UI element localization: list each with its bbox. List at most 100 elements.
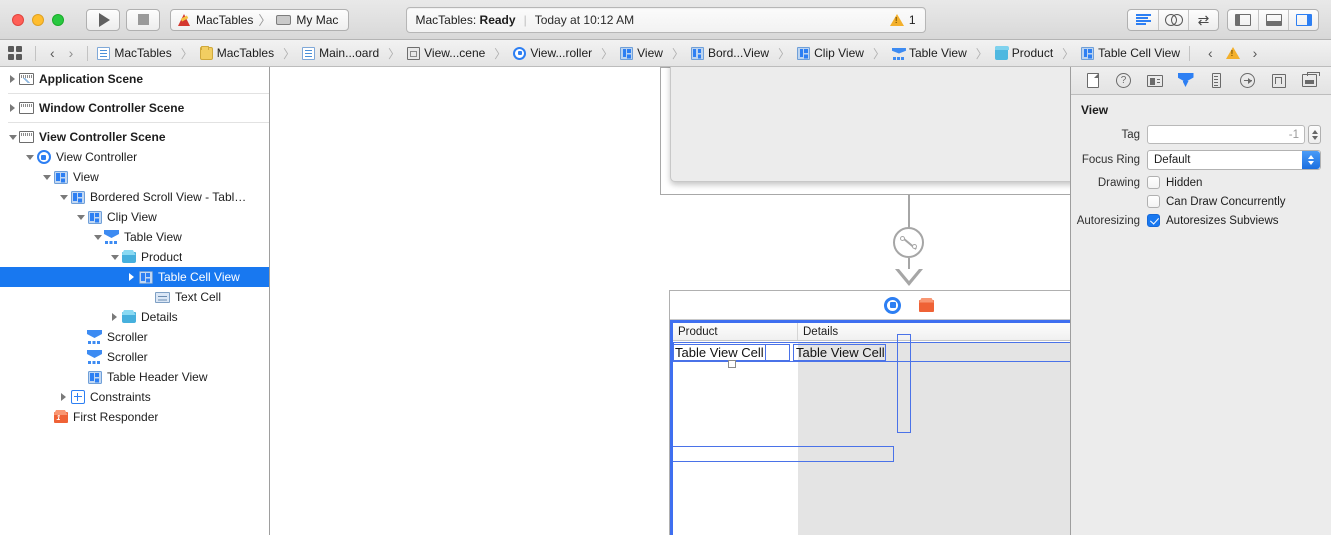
view-effects-tab[interactable] [1299,71,1321,91]
outline-row[interactable]: Window Controller Scene [0,98,269,118]
quick-help-tab[interactable]: ? [1113,71,1135,91]
size-inspector-tab[interactable] [1206,71,1228,91]
status-bar[interactable]: MacTables: Ready | Today at 10:12 AM 1 [405,6,926,33]
disclosure-triangle-icon[interactable] [125,273,138,281]
minimize-button[interactable] [32,13,44,26]
disclosure-triangle-icon[interactable] [57,393,70,401]
navigate-forward-button[interactable]: › [68,45,74,61]
tag-stepper[interactable] [1308,125,1321,144]
disclosure-triangle-icon[interactable] [6,104,19,112]
disclosure-triangle-icon[interactable] [108,313,121,321]
tag-input[interactable]: -1 [1147,125,1305,144]
breadcrumb-item-6[interactable]: Bord...View 〉 [689,45,795,62]
autoresizes-subviews-checkbox[interactable] [1147,214,1160,227]
disclosure-triangle-icon[interactable] [108,254,121,260]
version-editor-button[interactable]: ⇄ [1188,9,1218,30]
bindings-inspector-tab[interactable] [1268,71,1290,91]
status-warning-badge[interactable]: 1 [889,13,916,27]
disclosure-triangle-icon[interactable] [91,234,104,240]
related-items-icon[interactable] [8,46,22,60]
warning-icon[interactable] [1225,47,1240,59]
outline-row[interactable]: View [0,167,269,187]
breadcrumb-item-0[interactable]: MacTables 〉 [95,45,197,62]
column-header-details[interactable]: Details [803,325,839,338]
outline-row[interactable]: Text Cell [0,287,269,307]
panel-toggles-segmented[interactable] [1227,8,1319,31]
outline-row[interactable]: Scroller [0,347,269,367]
outline-row[interactable]: Details [0,307,269,327]
stop-button[interactable] [126,8,160,31]
navigate-back-button[interactable]: ‹ [50,45,55,61]
outline-row-label: Scroller [107,350,148,364]
window-controller-scene[interactable] [660,67,1070,195]
standard-editor-button[interactable] [1128,10,1158,30]
breadcrumb-item-5[interactable]: View 〉 [618,45,689,62]
disclosure-triangle-icon[interactable] [6,134,19,140]
breadcrumb-label: MacTables [114,46,172,60]
breadcrumb-item-2[interactable]: Main...oard 〉 [300,45,405,62]
can-draw-concurrently-label: Can Draw Concurrently [1166,195,1286,208]
can-draw-concurrently-checkbox[interactable] [1147,195,1160,208]
breadcrumb-item-1[interactable]: MacTables 〉 [198,45,300,62]
view-controller-scene[interactable]: Product Details Table View Cell Table Vi… [669,290,1070,535]
outline-row[interactable]: Application Scene [0,69,269,89]
resize-handle[interactable] [728,360,736,368]
disclosure-triangle-icon[interactable] [6,75,19,83]
breadcrumb-item-10[interactable]: Table Cell View [1079,46,1182,60]
disclosure-triangle-icon[interactable] [57,194,70,200]
outline-row[interactable]: View Controller [0,147,269,167]
maximize-button[interactable] [52,13,64,26]
breadcrumb-label: Table Cell View [1098,46,1180,60]
outline-row[interactable]: Constraints [0,387,269,407]
breadcrumb-item-7[interactable]: Clip View 〉 [795,45,890,62]
focus-ring-select[interactable]: Default [1147,150,1321,170]
breadcrumb-item-8[interactable]: Table View 〉 [890,45,993,62]
toggle-navigator-button[interactable] [1228,10,1258,30]
close-button[interactable] [12,13,24,26]
breadcrumb-item-3[interactable]: View...cene 〉 [405,45,511,62]
outline-row[interactable]: Bordered Scroll View - Tabl… [0,187,269,207]
scroller-vertical-outline[interactable] [897,334,911,433]
toggle-debug-button[interactable] [1258,9,1288,30]
hidden-checkbox[interactable] [1147,176,1160,189]
outline-row[interactable]: View Controller Scene [0,127,269,147]
interface-builder-canvas[interactable]: Product Details Table View Cell Table Vi… [270,67,1070,535]
table-row-selection[interactable] [673,342,1070,362]
connections-inspector-tab[interactable] [1237,71,1259,91]
breadcrumb-item-9[interactable]: Product 〉 [993,45,1079,62]
next-issue-button[interactable]: › [1252,45,1258,61]
breadcrumb-item-4[interactable]: View...roller 〉 [511,45,618,62]
outline-row[interactable]: Clip View [0,207,269,227]
disclosure-triangle-icon[interactable] [40,174,53,180]
outline-row[interactable]: Table Cell View [0,267,269,287]
previous-issue-button[interactable]: ‹ [1208,45,1213,61]
outline-row[interactable]: Scroller [0,327,269,347]
file-inspector-tab[interactable] [1082,71,1104,91]
outline-row[interactable]: Product [0,247,269,267]
scheme-selector[interactable]: MacTables 〉 My Mac [170,8,350,31]
segue-connector-line-bottom [908,258,910,272]
autoresizing-row: Autoresizing Autoresizes Subviews [1071,214,1321,227]
assistant-editor-button[interactable] [1158,9,1188,30]
disclosure-triangle-icon[interactable] [74,214,87,220]
table-cell-view-details[interactable]: Table View Cell [793,344,886,361]
view-controller-icon[interactable] [884,296,901,314]
view-controller-icon [513,46,527,60]
editor-mode-segmented[interactable]: ⇄ [1127,8,1219,31]
segue-relationship-icon[interactable] [893,227,924,258]
toggle-utilities-button[interactable] [1288,9,1318,30]
column-header-product[interactable]: Product [673,323,798,340]
outline-row[interactable]: Table View [0,227,269,247]
inspector-tab-bar[interactable]: ? [1071,67,1331,95]
first-responder-icon[interactable] [919,298,934,313]
outline-row-label: View Controller [56,150,138,164]
table-view-canvas[interactable]: Product Details Table View Cell Table Vi… [670,320,1070,535]
outline-row[interactable]: Table Header View [0,367,269,387]
attributes-inspector-tab[interactable] [1175,71,1197,91]
identity-inspector-tab[interactable] [1144,71,1166,91]
run-button[interactable] [86,8,120,31]
disclosure-triangle-icon[interactable] [23,154,36,160]
table-header-view[interactable]: Product Details [673,323,1070,341]
